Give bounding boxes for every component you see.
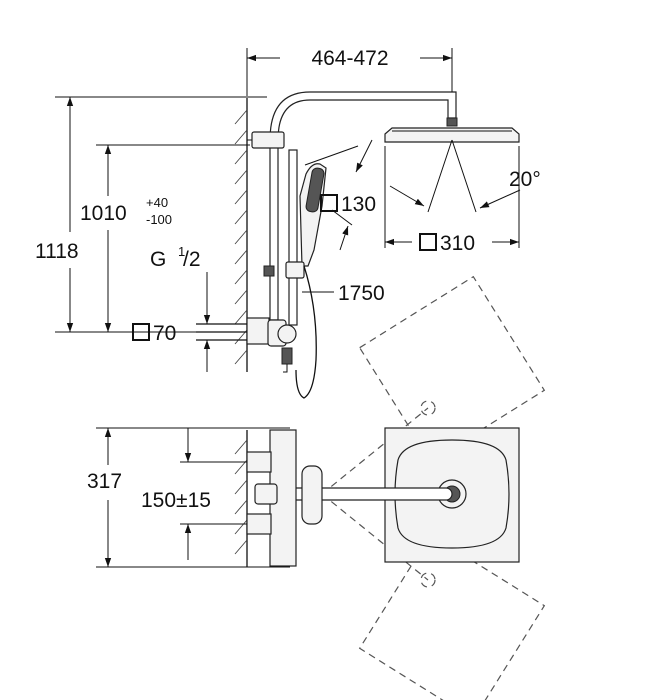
elevation-view: 464-472 1118 1010 +40 -100 G 1 /2 70 130…	[35, 47, 541, 399]
rotated-head-outline-upper	[358, 275, 546, 463]
thread-letter: G	[150, 248, 166, 271]
handshower-holder	[285, 261, 305, 279]
dim-hose-length: 1750	[338, 282, 385, 305]
dim-head-square: 310	[440, 232, 475, 255]
head-shower-side	[384, 117, 520, 143]
shower-hose	[295, 265, 317, 399]
square-symbol-310	[419, 233, 437, 251]
dim-outlet-square: 70	[153, 322, 176, 345]
top-wall-bracket	[251, 131, 285, 149]
thread-denominator: /2	[183, 248, 201, 271]
rotated-head-outline-lower	[358, 533, 546, 700]
dim-tolerance-plus: +40	[146, 195, 168, 210]
dim-mixer-spacing: 150±15	[141, 489, 211, 512]
thread-numerator: 1	[178, 244, 185, 259]
thermostat-mixer	[246, 317, 297, 373]
dim-total-height: 1118	[35, 240, 79, 263]
hand-shower	[299, 163, 327, 267]
dim-handshower-square: 130	[341, 193, 376, 216]
holder-knob	[263, 265, 275, 277]
dim-tilt-angle: 20°	[509, 168, 541, 191]
dim-plan-depth: 317	[87, 470, 122, 493]
handshower-holder-top	[301, 465, 323, 525]
square-symbol-70	[132, 323, 150, 341]
wall-hatching-top	[234, 98, 248, 372]
plan-view: 317 150±15	[87, 275, 546, 700]
wall-hatching-bottom	[234, 439, 248, 555]
slide-rail	[288, 149, 298, 326]
dim-tolerance-minus: -100	[146, 212, 172, 227]
square-symbol-130	[320, 194, 338, 212]
dim-base-height: 1010	[80, 202, 127, 225]
dim-width: 464-472	[311, 47, 388, 70]
